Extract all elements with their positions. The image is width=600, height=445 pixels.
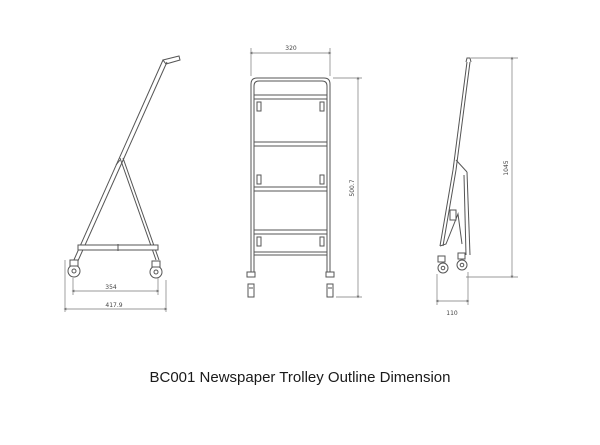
- end-view-dimensions: [435, 56, 518, 305]
- side-view: [67, 55, 181, 279]
- front-view: [246, 77, 335, 298]
- front-view-dimensions: [249, 48, 362, 299]
- side-view-dimensions: [63, 260, 168, 312]
- front-height-label: 500.7: [349, 179, 356, 196]
- end-total-height-label: 1045: [503, 160, 510, 175]
- end-view: [437, 57, 472, 274]
- side-overall-length-label: 417.9: [105, 302, 122, 309]
- front-width-label: 320: [285, 45, 297, 52]
- drawing-caption: BC001 Newspaper Trolley Outline Dimensio…: [149, 369, 451, 386]
- end-base-depth-label: 110: [446, 310, 458, 317]
- side-wheelbase-label: 354: [105, 284, 117, 291]
